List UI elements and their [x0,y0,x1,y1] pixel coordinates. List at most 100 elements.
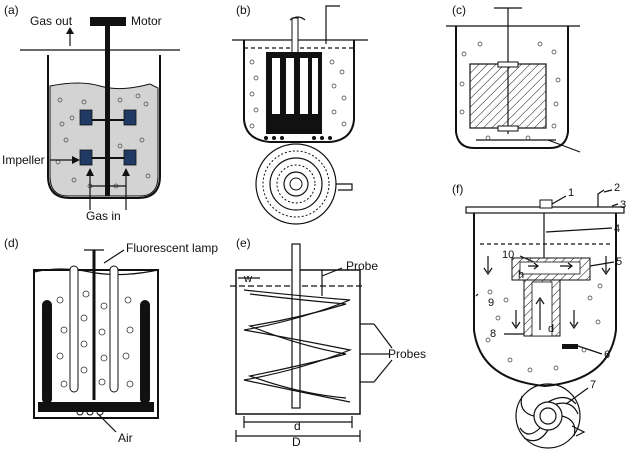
label-4: 4 [614,223,620,235]
panel-c: (c) [446,3,581,153]
panel-b: (b) [232,3,368,225]
bottom-sparger [264,136,332,140]
agitator-shaft [105,26,110,196]
D-label: D [292,435,301,449]
lamp-label: Fluorescent lamp [126,241,218,255]
probe-label: Probe [346,259,378,273]
gas-in-head-right [122,168,130,176]
gas-in-label: Gas in [86,209,121,223]
panel-a-tag: (a) [4,3,19,17]
gas-in-head-left [86,168,94,176]
lamp-tube-left [42,300,52,404]
module-slot [272,58,280,114]
label-8: 8 [490,328,496,340]
module-slot [300,58,308,114]
leader-3 [611,203,619,207]
label-9: 9 [488,297,494,309]
impeller-6 [562,344,578,349]
inlet-pipe [325,5,340,44]
draft-tube-bore [531,281,553,337]
gas-out-label: Gas out [30,14,73,28]
motor-block [90,17,126,26]
impeller-label: Impeller [2,153,45,167]
spiral-coil [255,143,353,225]
d-label: d [294,419,301,433]
lamp-tube-right [140,300,150,404]
vessel-wall [455,26,569,149]
sparger-outlet [547,139,581,153]
air-label: Air [118,431,133,445]
flow-arrow [601,256,611,276]
inner-tube-left [69,265,79,393]
w-label: w [243,273,252,285]
vessel-wall [33,269,159,419]
air-sparger [76,408,104,416]
basket-clamp-top [497,61,519,68]
label-10: 10 [502,249,514,261]
probes-pointer [373,323,393,349]
leader-10 [519,255,535,263]
panel-f: (f) [452,182,626,449]
panel-d-tag: (d) [4,236,19,250]
lower-impeller [79,149,137,166]
gas-out-arrowhead [66,27,74,34]
lamp-base [38,402,154,412]
impeller-top-view [515,383,586,449]
plate-channel [519,261,581,275]
gas-bubbles [56,290,134,388]
gas-bubbles [249,59,347,129]
basket-clamp-bottom [497,125,519,132]
panel-e: (e) w Probe Probes d D [230,236,426,449]
flow-arrow [483,256,493,276]
probes-label: Probes [388,347,426,361]
flow-arrow [511,310,521,330]
draft-shaft [291,243,301,409]
label-6: 6 [604,349,610,361]
air-pointer [97,413,117,433]
label-3: 3 [620,199,626,211]
liquid-body [49,82,159,197]
leader-7 [565,387,589,405]
upper-impeller [79,109,137,126]
motor-label: Motor [131,14,162,28]
flow-arrow [535,296,545,330]
rotation-arrow [289,16,306,21]
module-slot [286,58,294,114]
leader-9 [475,293,479,297]
label-7: 7 [590,379,596,391]
panel-d: (d) Fluorescent lamp Air [4,236,218,445]
label-5: 5 [616,256,622,268]
vessel-wall [473,213,617,388]
inner-tube-right [109,265,119,393]
hatched-basket [469,63,547,129]
liquid-surface [33,268,159,276]
leader-6 [577,345,603,355]
port-2 [597,189,605,207]
label-2: 2 [614,182,620,194]
impeller-pointer-head [72,156,80,164]
leader-5 [589,261,615,267]
gas-bubbles [459,41,561,141]
panel-a: (a) Gas out [2,3,180,223]
module-slot [312,58,318,114]
flow-arrow [569,310,579,330]
leader-1 [551,195,567,205]
flow-arrow [528,262,539,270]
vessel-wall [47,55,161,199]
leader-2 [603,189,613,193]
label-d: d [548,323,554,335]
label-1: 1 [568,187,574,199]
panel-b-tag: (b) [236,3,251,17]
lamp-pointer [103,249,125,264]
panel-e-tag: (e) [236,236,251,250]
helical-ribbon [243,289,353,403]
panel-f-tag: (f) [452,182,463,196]
sparger-pipe [89,185,127,210]
flow-arrow [560,262,573,270]
vessel-wall [243,40,355,143]
port-1 [539,199,553,209]
panel-c-tag: (c) [452,3,466,17]
probes-pointer [373,359,393,383]
